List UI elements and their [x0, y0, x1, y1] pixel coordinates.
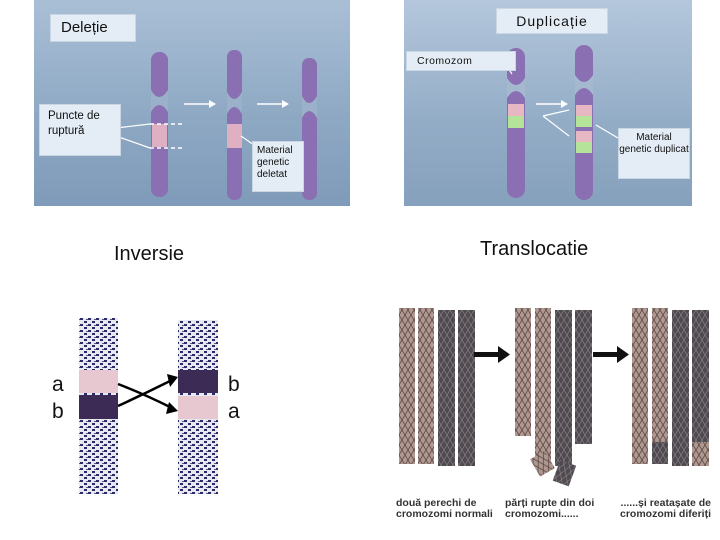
swap-arrows	[118, 374, 178, 414]
deleted-material-label: Material genetic deletat	[252, 141, 304, 192]
duplication-title: Duplicație	[496, 8, 608, 34]
chromosome-deleted	[302, 58, 317, 200]
translocation-broken	[515, 308, 592, 486]
translocation-pairs-normal	[399, 308, 475, 466]
translocation-title: Translocatie	[480, 238, 588, 261]
chromosome-breaking	[227, 50, 242, 200]
translocation-arrow-2	[593, 346, 629, 363]
inversion-title: Inversie	[114, 243, 184, 266]
inversion-letter-b-left: b	[52, 400, 64, 424]
translocation-arrow-1	[474, 346, 510, 363]
inversion-letter-a-right: a	[228, 400, 240, 424]
caption-broken-parts: părți rupte din doi cromozomi......	[505, 498, 605, 520]
translocation-reattached	[632, 308, 709, 466]
caption-reattached: ......și reatașate de cromozomi diferiți	[611, 498, 711, 520]
chromosome-label: Cromozom	[406, 51, 516, 71]
duplication-panel: Duplicație Cromozom Material genetic dup…	[404, 0, 692, 206]
deletion-panel: Deleție Puncte de ruptură Material genet…	[34, 0, 350, 206]
deletion-title: Deleție	[50, 14, 136, 42]
duplicated-material-label: Material genetic duplicat	[618, 128, 690, 179]
caption-normal-pairs: două perechi de cromozomi normali	[396, 498, 496, 520]
inversion-chromosome-left	[79, 318, 118, 494]
inversion-letter-a-left: a	[52, 373, 64, 397]
inversion-chromosome-right	[178, 320, 218, 494]
inversion-letter-b-right: b	[228, 373, 240, 397]
breakpoints-label: Puncte de ruptură	[39, 104, 121, 156]
chromosome-duplicated	[575, 45, 593, 200]
